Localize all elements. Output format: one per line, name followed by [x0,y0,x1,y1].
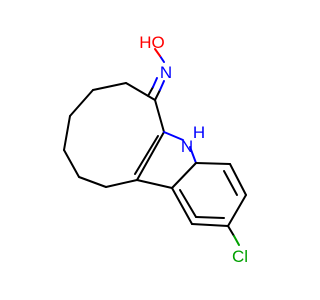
molecule-diagram: HO N H N Cl [63,33,248,266]
bond [189,146,197,164]
bond [233,235,240,246]
chlorine-label: Cl [232,247,248,266]
bond [154,48,161,57]
bond [136,179,173,189]
bond [227,194,247,227]
bond [195,162,231,165]
bond [63,149,80,178]
oxime-nitrogen-label: N [160,63,172,82]
bond [147,86,154,97]
bond [223,170,238,196]
bond [92,82,127,91]
bond [125,82,156,101]
bond [195,216,225,219]
structure-drawing: HO N H N Cl [63,33,248,266]
bond [152,77,158,88]
bond [78,176,107,188]
bond [154,99,165,133]
bond [179,189,197,218]
bond [163,131,184,141]
bond [227,225,235,237]
bond [105,179,138,188]
bond [171,162,197,189]
bond [154,89,161,101]
bond [191,223,229,227]
bond [63,115,71,151]
bond [136,131,165,181]
bond [69,89,94,117]
bond [159,80,165,91]
hydroxyl-label: HO [139,33,165,52]
bond [171,187,193,225]
indole-nh-hydrogen-label: H [193,123,205,142]
bond [134,135,159,175]
indole-nitrogen-label: N [181,137,193,156]
bond [159,55,165,63]
bond [229,163,247,196]
